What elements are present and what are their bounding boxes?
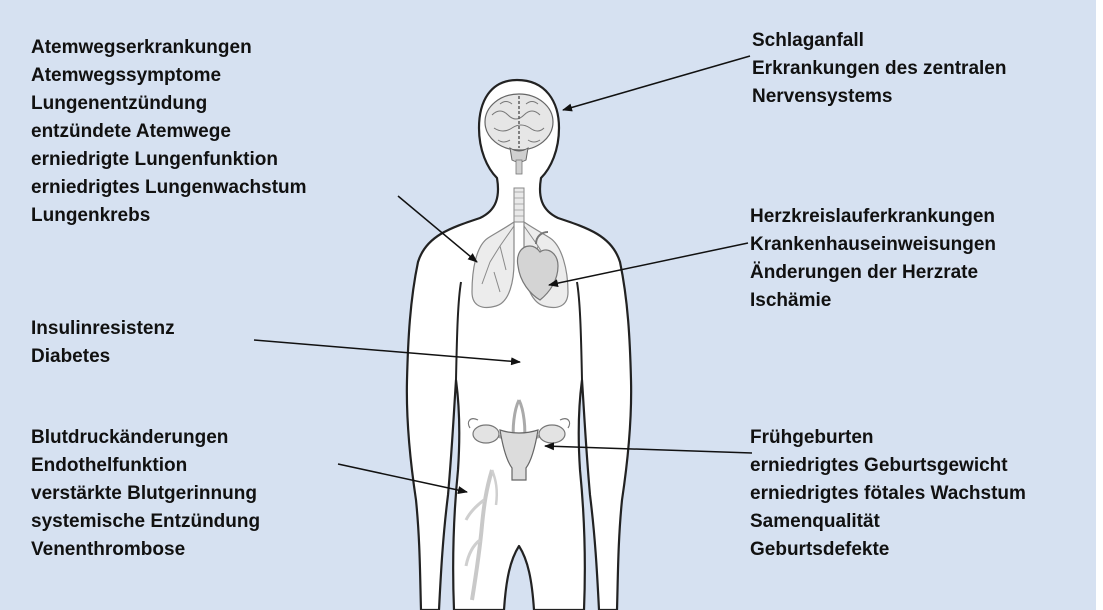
- label-line: Insulinresistenz: [31, 315, 175, 343]
- respiratory-effects-label: Atemwegserkrankungen Atemwegssymptome Lu…: [31, 34, 307, 230]
- label-line: erniedrigtes Lungenwachstum: [31, 174, 307, 202]
- label-line: entzündete Atemwege: [31, 118, 307, 146]
- label-line: Lungenentzündung: [31, 90, 307, 118]
- label-line: Atemwegssymptome: [31, 62, 307, 90]
- label-line: verstärkte Blutgerinnung: [31, 480, 260, 508]
- label-line: Atemwegserkrankungen: [31, 34, 307, 62]
- label-line: Samenqualität: [750, 508, 1026, 536]
- label-line: Lungenkrebs: [31, 202, 307, 230]
- label-line: Nervensystems: [752, 83, 1006, 111]
- label-line: Krankenhauseinweisungen: [750, 231, 996, 259]
- label-line: systemische Entzündung: [31, 508, 260, 536]
- label-line: erniedrigtes Geburtsgewicht: [750, 452, 1026, 480]
- label-line: Herzkreislauferkrankungen: [750, 203, 996, 231]
- reproductive-effects-label: Frühgeburten erniedrigtes Geburtsgewicht…: [750, 424, 1026, 564]
- label-line: Diabetes: [31, 343, 175, 371]
- arrow-brain: [563, 56, 750, 110]
- brain-effects-label: Schlaganfall Erkrankungen des zentralen …: [752, 27, 1006, 111]
- label-line: Frühgeburten: [750, 424, 1026, 452]
- label-line: erniedrigte Lungenfunktion: [31, 146, 307, 174]
- label-line: Blutdruckänderungen: [31, 424, 260, 452]
- metabolic-effects-label: Insulinresistenz Diabetes: [31, 315, 175, 371]
- label-line: Schlaganfall: [752, 27, 1006, 55]
- label-line: Geburtsdefekte: [750, 536, 1026, 564]
- vascular-effects-label: Blutdruckänderungen Endothelfunktion ver…: [31, 424, 260, 564]
- label-line: erniedrigtes fötales Wachstum: [750, 480, 1026, 508]
- label-line: Änderungen der Herzrate: [750, 259, 996, 287]
- label-line: Venenthrombose: [31, 536, 260, 564]
- label-line: Ischämie: [750, 287, 996, 315]
- label-line: Erkrankungen des zentralen: [752, 55, 1006, 83]
- label-line: Endothelfunktion: [31, 452, 260, 480]
- heart-effects-label: Herzkreislauferkrankungen Krankenhausein…: [750, 203, 996, 315]
